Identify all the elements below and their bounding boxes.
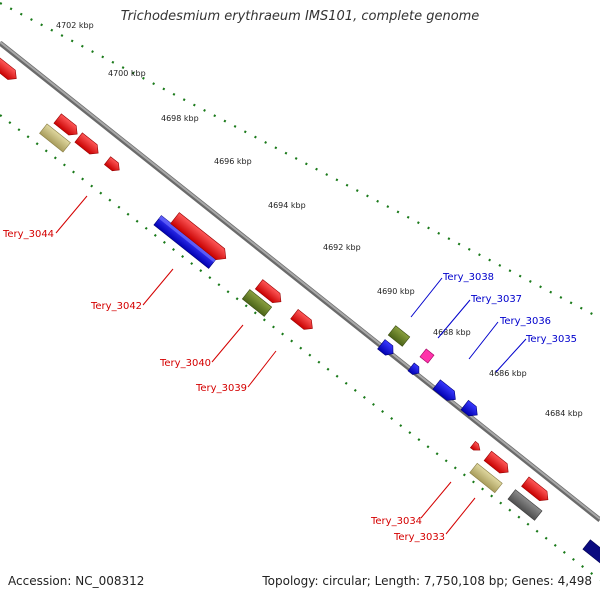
gene-arrow-red-large[interactable] xyxy=(170,212,231,264)
gene-arrow-blue[interactable] xyxy=(432,379,459,404)
gene-block-tery-3038[interactable] xyxy=(387,325,411,347)
gene-arrow-red[interactable] xyxy=(483,450,512,477)
kbp-label: 4700 kbp xyxy=(108,69,146,78)
kbp-label: 4686 kbp xyxy=(489,369,527,378)
genome-backbone-highlight xyxy=(0,41,600,520)
gene-arrow-red[interactable] xyxy=(290,309,316,333)
accession-text: Accession: NC_008312 xyxy=(8,574,145,588)
gene-label[interactable]: Tery_3034 xyxy=(370,516,422,527)
kbp-label: 4690 kbp xyxy=(377,287,415,296)
gene-label[interactable]: Tery_3035 xyxy=(525,334,577,345)
gene-arrow-blue[interactable] xyxy=(460,399,481,419)
gene-label[interactable]: Tery_3039 xyxy=(195,383,247,394)
gene-arrow-red[interactable] xyxy=(254,279,284,307)
gene-arrow-red[interactable] xyxy=(103,156,122,174)
gene-label[interactable]: Tery_3037 xyxy=(470,294,522,305)
gene-block-tan[interactable] xyxy=(39,123,71,153)
gene-block-navy[interactable] xyxy=(582,539,600,566)
inner-dotted-track xyxy=(0,114,600,581)
kbp-label: 4684 kbp xyxy=(545,409,583,418)
genome-summary-text: Topology: circular; Length: 7,750,108 bp… xyxy=(262,574,592,588)
callout-lines-blue xyxy=(410,277,527,373)
gene-label[interactable]: Tery_3042 xyxy=(90,301,142,312)
gene-block-tery-3037[interactable] xyxy=(419,348,435,364)
gene-arrow-red[interactable] xyxy=(521,476,552,504)
kbp-label: 4692 kbp xyxy=(323,243,361,252)
callout-lines-red xyxy=(55,195,476,535)
gene-arrow-blue-small[interactable] xyxy=(407,362,422,377)
gene-arrow-red[interactable] xyxy=(53,113,81,139)
kbp-label: 4688 kbp xyxy=(433,328,471,337)
gene-label[interactable]: Tery_3033 xyxy=(393,532,445,543)
outer-dotted-track xyxy=(0,2,600,319)
gene-label[interactable]: Tery_3044 xyxy=(2,229,54,240)
gene-label[interactable]: Tery_3040 xyxy=(159,358,211,369)
genome-title: Trichodesmium erythraeum IMS101, complet… xyxy=(120,9,480,24)
gene-arrow-red[interactable] xyxy=(0,52,20,84)
gene-block-tery-3033[interactable] xyxy=(507,489,543,521)
kbp-label: 4696 kbp xyxy=(214,157,252,166)
gene-arrow-blue[interactable] xyxy=(377,339,397,359)
gene-block-tery-3040[interactable] xyxy=(241,289,273,317)
gene-label[interactable]: Tery_3036 xyxy=(499,316,551,327)
kbp-label: 4694 kbp xyxy=(268,201,306,210)
kbp-label: 4702 kbp xyxy=(56,21,94,30)
gene-arrow-red-small[interactable] xyxy=(469,440,482,453)
kbp-label: 4698 kbp xyxy=(161,114,199,123)
gene-label[interactable]: Tery_3038 xyxy=(442,272,494,283)
gene-arrow-red[interactable] xyxy=(74,132,102,158)
gene-block-tery-3034[interactable] xyxy=(469,462,503,494)
